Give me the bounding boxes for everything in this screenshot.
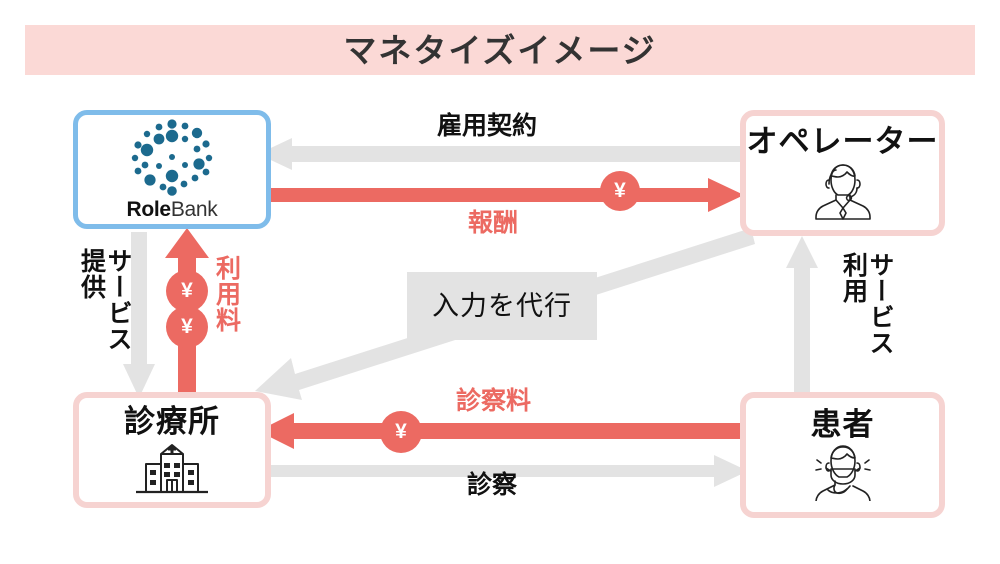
node-patient-label: 患者 <box>810 406 875 442</box>
node-rolebank[interactable]: RoleBank <box>73 110 271 229</box>
rolebank-wordmark: RoleBank <box>127 199 218 220</box>
yen-badge-usage-fee-upper: ¥ <box>166 270 208 312</box>
label-remuneration: 報酬 <box>468 209 519 237</box>
dot-ring-logo-icon <box>129 119 215 197</box>
label-service-provision-col1: サービス <box>104 248 132 352</box>
label-examination: 診察 <box>467 471 518 499</box>
arrow-examination <box>258 455 748 487</box>
yen-badge-usage-fee-lower: ¥ <box>166 306 208 348</box>
hospital-building-icon <box>136 444 208 494</box>
label-employment-contract: 雇用契約 <box>437 112 538 140</box>
callout-proxy-input-text: 入力を代行 <box>432 290 572 321</box>
node-clinic-label: 診療所 <box>124 403 220 439</box>
rolebank-wordmark-light: Bank <box>170 198 218 221</box>
callout-proxy-input: 入力を代行 <box>407 272 597 340</box>
operator-headset-person-icon <box>814 164 871 221</box>
yen-badge-consultation-fee: ¥ <box>380 411 422 453</box>
arrow-service-use <box>786 236 818 396</box>
label-consultation-fee: 診察料 <box>456 387 532 415</box>
page-title: マネタイズイメージ <box>343 31 657 69</box>
node-patient[interactable]: 患者 <box>740 392 945 518</box>
yen-badge-remuneration: ¥ <box>600 171 640 211</box>
arrow-remuneration <box>258 178 744 212</box>
node-clinic[interactable]: 診療所 <box>73 392 271 508</box>
label-service-provision: サービス 提供 <box>77 248 133 352</box>
arrow-service-provision <box>123 232 155 398</box>
node-operator[interactable]: オペレーター <box>740 110 945 236</box>
label-service-use-col2: 利用 <box>839 252 868 304</box>
node-operator-label: オペレーター <box>746 123 939 159</box>
arrow-consultation-fee <box>258 413 744 449</box>
label-usage-fee-col1: 利用料 <box>212 255 241 333</box>
title-banner: マネタイズイメージ <box>25 25 975 75</box>
label-service-use-col1: サービス <box>866 252 894 356</box>
arrow-employment-contract <box>258 138 752 170</box>
masked-coughing-person-icon <box>814 445 871 502</box>
label-usage-fee: 利用料 <box>212 255 241 333</box>
label-service-use: サービス 利用 <box>839 252 895 356</box>
rolebank-wordmark-bold: Role <box>126 198 172 221</box>
label-service-provision-col2: 提供 <box>77 248 106 300</box>
